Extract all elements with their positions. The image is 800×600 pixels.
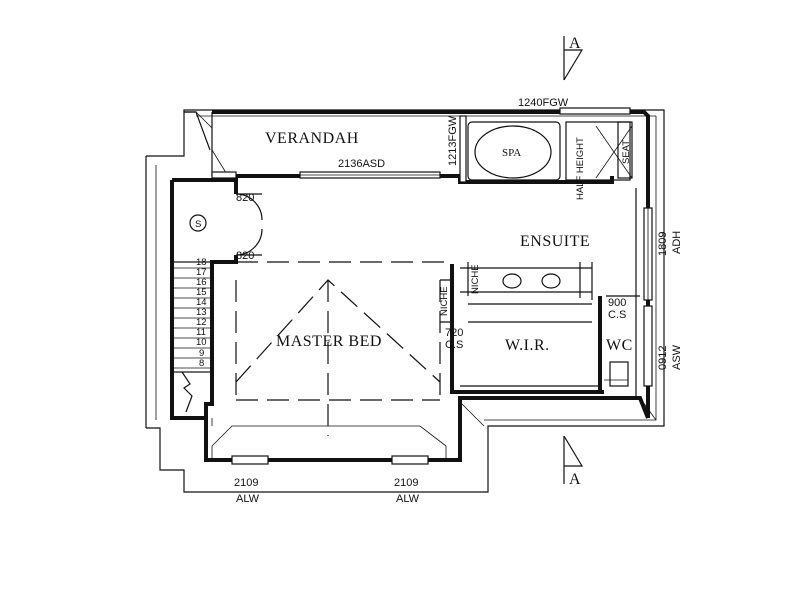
stair-step-15: 15 (196, 287, 207, 298)
windows (211, 107, 653, 465)
room-ensuite: ENSUITE (520, 233, 590, 250)
niche-right-label: NICHE (470, 264, 481, 294)
cabinet-720-type: C.S (445, 339, 463, 351)
window-0912-type: ASW (671, 344, 683, 370)
window-2136asd: 2136ASD (338, 158, 385, 170)
stair-step-13: 13 (196, 307, 207, 318)
stair-step-9: 9 (199, 348, 204, 359)
window-0912-size: 0912 (657, 346, 669, 370)
stair-step-16: 16 (196, 277, 207, 288)
cabinet-900-size: 900 (608, 297, 626, 309)
window-2109b-size: 2109 (394, 477, 418, 489)
room-verandah: VERANDAH (265, 130, 359, 147)
basin-right (541, 273, 561, 289)
room-wc: WC (606, 337, 633, 354)
stairs: 18 17 16 15 14 13 12 11 10 9 8 S (171, 214, 213, 413)
door-820-top: 820 (236, 192, 254, 204)
stair-marker-circle (189, 214, 207, 232)
room-wir: W.I.R. (505, 337, 550, 354)
seat-label: SEAT (621, 140, 632, 164)
section-marker-bottom: A (569, 471, 581, 488)
stair-step-18: 18 (196, 257, 207, 268)
hip-lines (195, 111, 657, 458)
stair-step-10: 10 (196, 337, 207, 348)
window-1809-type: ADH (671, 231, 683, 254)
stair-step-14: 14 (196, 297, 207, 308)
stair-step-17: 17 (196, 267, 207, 278)
cabinet-720-size: 720 (445, 327, 463, 339)
cabinet-900-type: C.S (608, 309, 626, 321)
section-markers: A A (563, 35, 584, 488)
window-1240fgw: 1240FGW (518, 97, 569, 109)
room-master-bed: MASTER BED (276, 333, 382, 350)
door-820-bottom: 820 (236, 250, 254, 262)
basin-left (502, 273, 522, 289)
window-2109a-size: 2109 (234, 477, 258, 489)
stair-step-12: 12 (196, 317, 207, 328)
window-1809-size: 1809 (657, 232, 669, 256)
section-marker-top: A (569, 35, 581, 52)
stair-step-8: 8 (199, 358, 204, 369)
doors: 820 820 (235, 192, 263, 262)
room-spa: SPA (502, 147, 521, 159)
niche-left-label: NICHE (439, 286, 450, 316)
stair-marker-label: S (195, 219, 201, 230)
stair-step-11: 11 (196, 327, 206, 338)
window-2109a-type: ALW (236, 493, 260, 505)
window-2109b-type: ALW (396, 493, 420, 505)
window-1213fgw: 1213FGW (447, 115, 459, 166)
fixtures (467, 121, 633, 387)
spa-tub (474, 125, 552, 179)
half-height-label: HALF HEIGHT (575, 137, 586, 200)
